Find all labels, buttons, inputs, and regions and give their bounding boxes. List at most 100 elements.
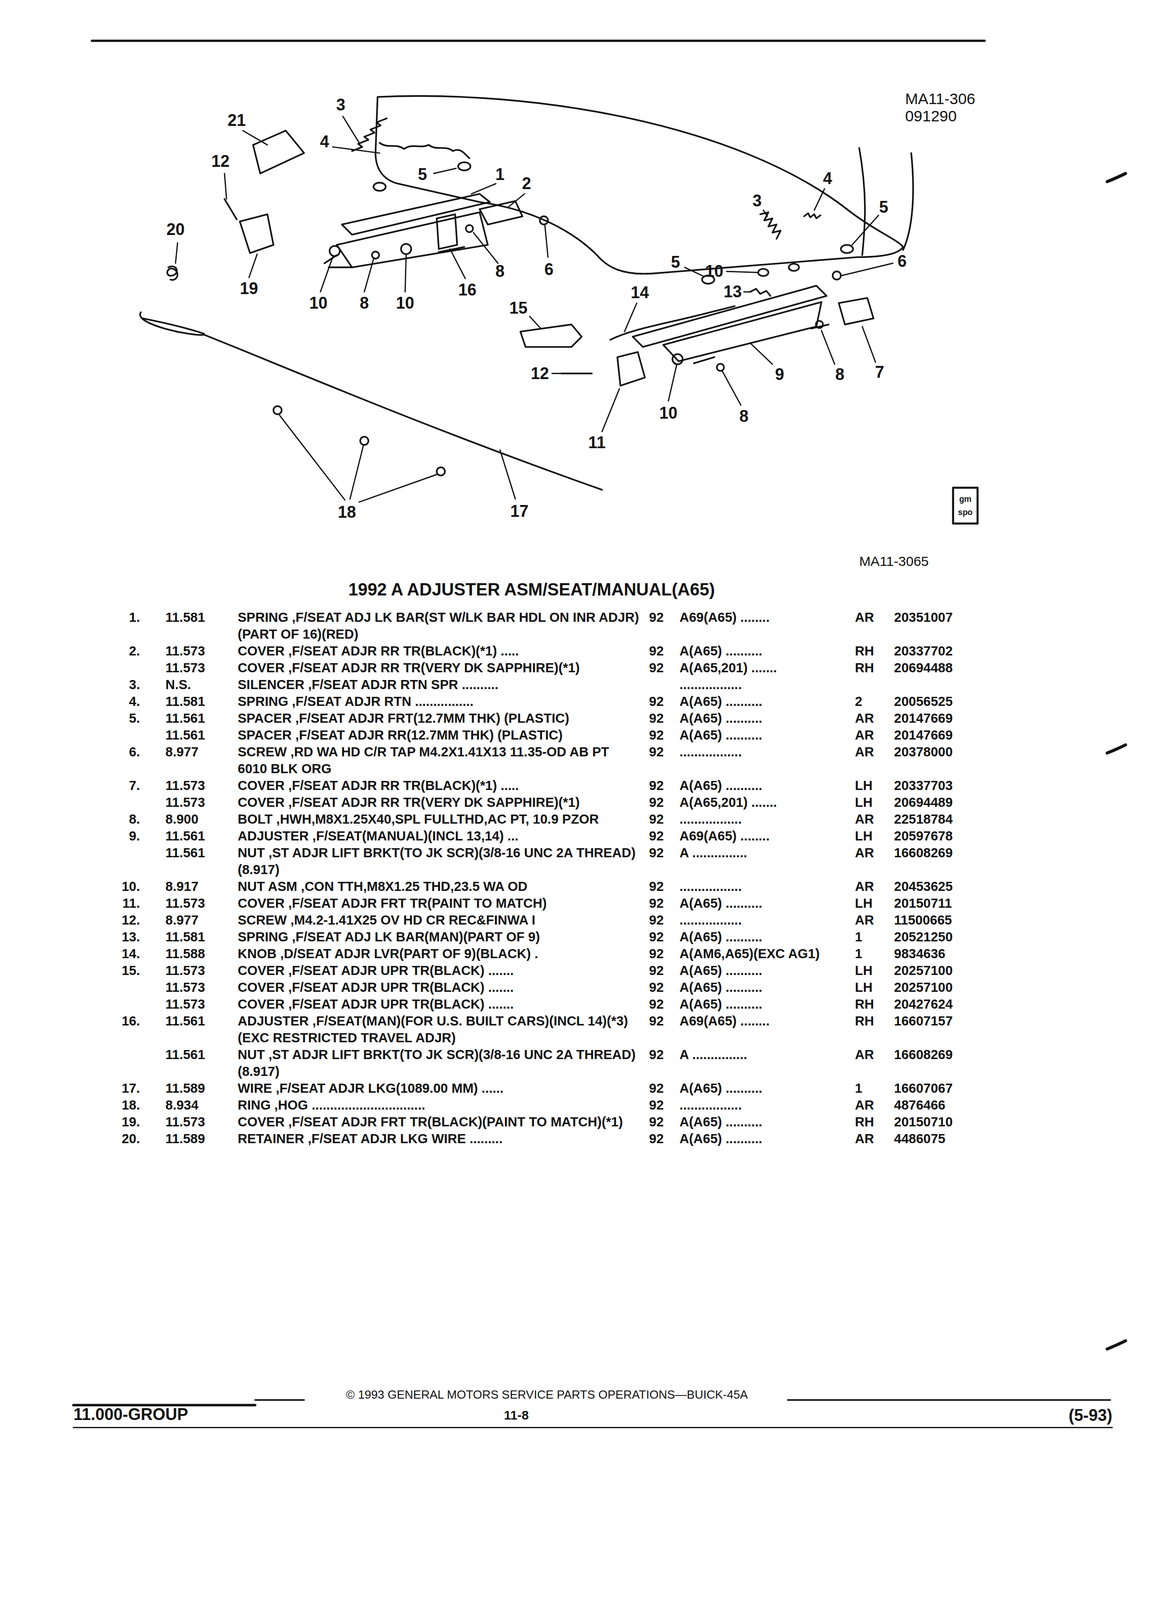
- group-code: 11.573: [165, 894, 205, 912]
- callout-number: 6: [897, 251, 907, 271]
- quantity: AR: [854, 844, 875, 862]
- callout-number: 18: [337, 502, 356, 522]
- part-number: 20056525: [894, 693, 953, 710]
- part-number: 20378000: [894, 743, 953, 761]
- part-description: COVER ,F/SEAT ADJR FRT TR(PAINT TO MATCH…: [237, 894, 640, 912]
- group-code: 8.934: [165, 1096, 199, 1114]
- part-description: NUT ,ST ADJR LIFT BRKT(TO JK SCR)(3/8-16…: [237, 1046, 640, 1080]
- model-year: 92: [649, 1096, 664, 1114]
- part-number: 20150711: [894, 894, 952, 912]
- callout-number: 10: [309, 293, 328, 313]
- model-code: A(A65,201) .......: [679, 794, 849, 811]
- figure-code: MA11-306: [904, 89, 975, 108]
- item-number: 8.: [129, 810, 140, 828]
- callout-number: 10: [705, 261, 724, 281]
- part-number: 20257100: [894, 962, 953, 980]
- part-number: 4486075: [894, 1130, 946, 1148]
- part-number: 20597678: [894, 827, 953, 845]
- quantity: AR: [854, 1130, 875, 1148]
- item-number: 9.: [129, 827, 140, 845]
- part-description: COVER ,F/SEAT ADJR FRT TR(BLACK)(PAINT T…: [237, 1113, 640, 1131]
- model-code: .................: [679, 810, 849, 828]
- part-number: 22518784: [894, 810, 953, 828]
- model-code: A(A65) ..........: [679, 1130, 849, 1148]
- callout-number: 15: [509, 298, 528, 318]
- group-code: 11.573: [165, 794, 205, 811]
- quantity: AR: [854, 709, 875, 727]
- logo-text: gm: [959, 494, 972, 505]
- model-year: 92: [649, 810, 664, 828]
- part-number: 9834636: [894, 945, 946, 963]
- callout-number: 14: [630, 283, 650, 303]
- item-number: 15.: [121, 962, 140, 980]
- part-description: SPRING ,F/SEAT ADJ LK BAR(ST W/LK BAR HD…: [237, 609, 640, 643]
- callout-number: 8: [835, 364, 845, 384]
- model-code: A(A65) ..........: [679, 928, 849, 946]
- model-year: 92: [649, 1012, 664, 1030]
- quantity: AR: [854, 911, 875, 929]
- quantity: LH: [854, 777, 873, 795]
- model-year: 92: [649, 794, 664, 811]
- quantity: AR: [854, 878, 875, 895]
- part-description: RETAINER ,F/SEAT ADJR LKG WIRE .........: [237, 1130, 640, 1148]
- callout-number: 3: [336, 95, 346, 115]
- callout-number: 11: [588, 433, 606, 453]
- part-description: SCREW ,M4.2-1.41X25 OV HD CR REC&FINWA I: [237, 911, 640, 929]
- item-number: 2.: [129, 642, 140, 660]
- model-year: 92: [649, 709, 664, 727]
- part-description: SPRING ,F/SEAT ADJ LK BAR(MAN)(PART OF 9…: [237, 928, 640, 946]
- part-number: 4876466: [894, 1096, 946, 1114]
- quantity: RH: [854, 659, 875, 677]
- model-code: A69(A65) ........: [679, 827, 849, 845]
- group-code: 11.589: [165, 1079, 205, 1097]
- quantity: AR: [854, 726, 875, 744]
- part-description: SPRING ,F/SEAT ADJR RTN ................: [237, 693, 640, 710]
- model-year: 92: [649, 743, 664, 761]
- callout-number: 16: [458, 280, 477, 300]
- group-footer: 11.000-GROUP: [73, 1404, 189, 1424]
- page-number: 11-8: [504, 1408, 530, 1423]
- part-number: 16608269: [894, 844, 953, 862]
- quantity: AR: [854, 1096, 875, 1114]
- quantity: RH: [854, 1113, 875, 1131]
- part-number: 20694488: [894, 659, 953, 677]
- callout-number: 5: [417, 164, 427, 184]
- model-year: 92: [649, 827, 664, 845]
- callout-number: 17: [510, 501, 529, 521]
- model-code: A69(A65) ........: [679, 609, 849, 626]
- item-number: 6.: [129, 743, 140, 761]
- callout-number: 3: [752, 191, 762, 211]
- item-number: 20.: [121, 1130, 140, 1148]
- quantity: RH: [854, 642, 875, 660]
- callout-number: 2: [521, 174, 531, 193]
- part-number: 20453625: [894, 878, 953, 895]
- group-code: 11.561: [165, 726, 205, 744]
- part-description: COVER ,F/SEAT ADJR RR TR(VERY DK SAPPHIR…: [237, 794, 640, 811]
- callout-number: 10: [395, 293, 415, 313]
- group-code: 11.573: [165, 777, 205, 795]
- callout-number: 9: [774, 364, 785, 384]
- model-code: A(A65) ..........: [679, 777, 849, 795]
- item-number: 11.: [122, 894, 140, 912]
- part-description: COVER ,F/SEAT ADJR RR TR(BLACK)(*1) ....…: [237, 642, 640, 660]
- group-code: 11.573: [165, 642, 205, 660]
- quantity: LH: [854, 962, 873, 980]
- callout-number: 6: [544, 259, 554, 279]
- quantity: LH: [854, 794, 873, 811]
- part-number: 20337703: [894, 777, 953, 795]
- quantity: 1: [854, 945, 863, 963]
- group-code: 11.573: [165, 659, 205, 677]
- group-code: 11.561: [165, 827, 205, 845]
- item-number: 18.: [121, 1096, 140, 1114]
- part-number: 20257100: [894, 979, 953, 996]
- model-year: 92: [649, 726, 664, 744]
- model-code: A(AM6,A65)(EXC AG1): [679, 945, 849, 963]
- callout-number: 4: [319, 132, 330, 151]
- model-code: A ...............: [679, 1046, 849, 1064]
- callout-number: 21: [227, 110, 246, 130]
- part-number: 20427624: [894, 995, 953, 1013]
- part-number: 20150710: [894, 1113, 953, 1131]
- item-number: 7.: [129, 777, 140, 795]
- model-year: 92: [649, 945, 664, 963]
- quantity: AR: [854, 743, 875, 761]
